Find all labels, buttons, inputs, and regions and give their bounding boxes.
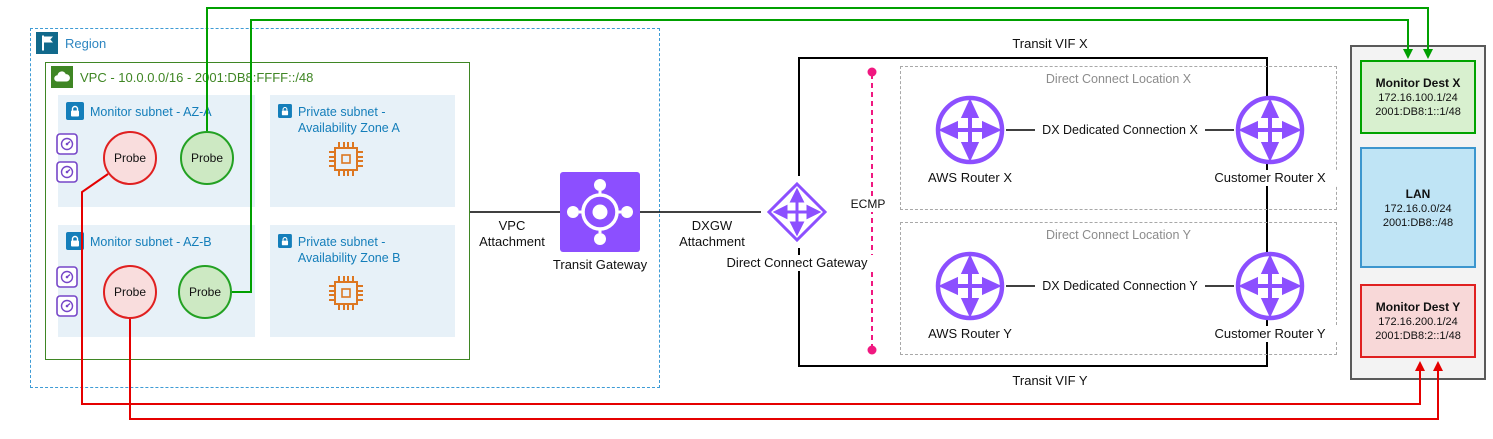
instance-chip-icon [329,276,363,310]
direct-connect-gateway-icon [761,176,833,248]
dx-location-y-label: Direct Connect Location Y [1046,228,1191,242]
monitor-dest-y-ipv6: 2001:DB8:2::1/48 [1375,330,1461,342]
region-icon [36,32,58,54]
probe-label: Probe [188,285,222,299]
subnet-header: Monitor subnet - AZ-A [58,95,255,127]
region-label: Region [65,35,107,51]
customer-router-y-label: Customer Router Y [1195,326,1345,342]
lan-box: LAN 172.16.0.0/24 2001:DB8::/48 [1360,147,1476,268]
monitor-dest-x-ipv4: 172.16.100.1/24 [1378,92,1458,104]
subnet-label: Private subnet - Availability Zone A [297,105,400,136]
probe-red-az-b: Probe [103,265,157,319]
aws-router-y-icon [935,251,1005,321]
subnet-label: Private subnet - Availability Zone B [297,235,401,266]
subnet-header: Private subnet - Availability Zone A [270,95,455,144]
lan-ipv4: 172.16.0.0/24 [1384,202,1452,215]
private-subnet-lock-icon [66,102,84,120]
lan-ipv6: 2001:DB8::/48 [1382,216,1454,229]
probe-red-az-a: Probe [103,131,157,185]
aws-router-x-label: AWS Router X [927,170,1013,185]
dx-location-x-label: Direct Connect Location X [1045,72,1192,86]
transit-gateway-icon [560,172,640,252]
subnet-header: Private subnet - Availability Zone B [270,225,455,274]
direct-connect-gateway-label: Direct Connect Gateway [710,255,884,271]
dx-dedicated-connection-x-label: DX Dedicated Connection X [1035,122,1205,138]
transit-gateway-label: Transit Gateway [552,257,648,272]
vpc-attachment-label: VPC Attachment [479,218,545,249]
probe-label: Probe [190,151,224,165]
monitor-dest-y: Monitor Dest Y 172.16.200.1/24 2001:DB8:… [1360,284,1476,358]
monitor-dest-x-title: Monitor Dest X [1375,76,1461,90]
monitor-dest-y-title: Monitor Dest Y [1375,300,1461,314]
probe-label: Probe [113,151,147,165]
monitor-dest-x: Monitor Dest X 172.16.100.1/24 2001:DB8:… [1360,60,1476,134]
network-monitor-agent-icon [56,161,78,183]
dx-dedicated-connection-y-label: DX Dedicated Connection Y [1035,278,1205,294]
vpc-header: VPC - 10.0.0.0/16 - 2001:DB8:FFFF::/48 [51,66,313,88]
region-header: Region [36,32,106,54]
instance-chip-icon [329,142,363,176]
probe-label: Probe [113,285,147,299]
private-subnet-lock-icon [278,104,292,118]
probe-green-az-a: Probe [180,131,234,185]
dxgw-attachment-label: DXGW Attachment [679,218,745,249]
network-monitor-agent-icon [56,133,78,155]
vpc-label: VPC - 10.0.0.0/16 - 2001:DB8:FFFF::/48 [80,69,314,85]
customer-router-y-icon [1235,251,1305,321]
private-subnet-lock-icon [66,232,84,250]
customer-router-x-label: Customer Router X [1195,170,1345,186]
network-monitor-agent-icon [56,295,78,317]
private-subnet-lock-icon [278,234,292,248]
aws-router-x-icon [935,95,1005,165]
probe-green-az-b: Probe [178,265,232,319]
ecmp-label: ECMP [845,196,891,212]
monitor-dest-y-ipv4: 172.16.200.1/24 [1378,316,1458,328]
vpc-icon [51,66,73,88]
transit-vif-x-label: Transit VIF X [1012,36,1088,51]
monitor-dest-x-ipv6: 2001:DB8:1::1/48 [1375,106,1461,118]
customer-router-x-icon [1235,95,1305,165]
subnet-label: Monitor subnet - AZ-B [90,235,212,249]
lan-title: LAN [1405,186,1431,201]
network-monitor-agent-icon [56,266,78,288]
aws-router-y-label: AWS Router Y [928,326,1012,341]
subnet-header: Monitor subnet - AZ-B [58,225,255,257]
subnet-label: Monitor subnet - AZ-A [90,105,212,119]
transit-vif-y-label: Transit VIF Y [1012,373,1088,388]
